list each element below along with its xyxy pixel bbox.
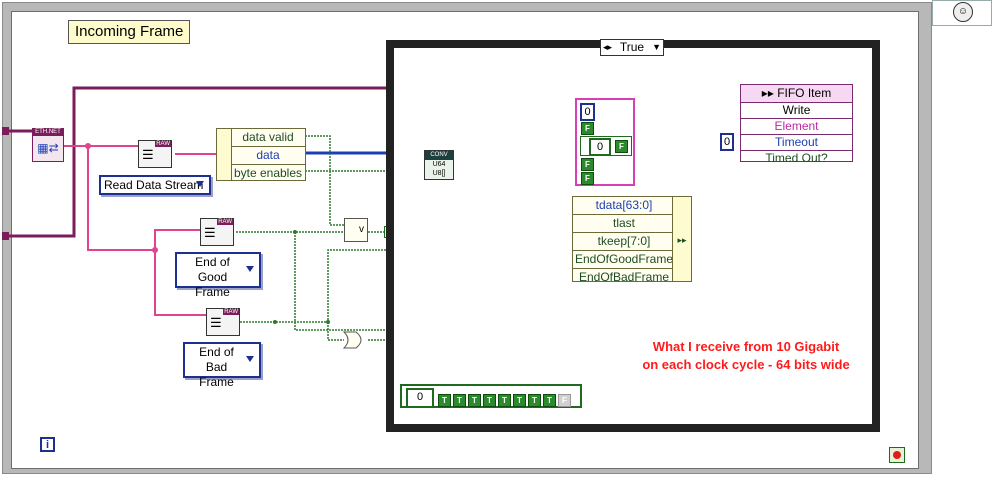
const-sub-cluster: 0 F <box>580 136 632 156</box>
info-terminal[interactable]: i <box>40 437 55 452</box>
fifo-element-constant[interactable]: 0 F 0 F F F <box>575 98 635 186</box>
axis-bundle[interactable]: tdata[63:0] tlast tkeep[7:0] EndOfGoodFr… <box>572 196 692 284</box>
case-selector[interactable]: ◂▸ True ▼ <box>600 39 664 56</box>
ethernet-node-label: ETH.NET <box>33 129 63 136</box>
fifo-row-timed-out: Timed Out? <box>765 151 828 165</box>
type-convert-node[interactable]: CONV U64 U8[] <box>424 150 454 180</box>
raw-badge: RAW <box>223 309 239 315</box>
chevron-down-icon <box>246 266 254 272</box>
bundle-row-end-bad: EndOfBadFrame <box>578 270 670 284</box>
end-bad-ring[interactable]: End of Bad Frame <box>183 342 261 389</box>
bool-element[interactable]: T <box>528 394 541 407</box>
convert-node-label: CONV <box>425 151 453 160</box>
fifo-row-write: Write <box>741 103 852 119</box>
annotation-line-2: on each clock cycle - 64 bits wide <box>642 357 850 372</box>
read-stream-ring[interactable]: Read Data Stream <box>99 175 211 195</box>
end-good-ring-label: End of Good Frame <box>195 255 230 299</box>
bool-element[interactable]: T <box>468 394 481 407</box>
read-stream-ring-label: Read Data Stream <box>104 178 204 192</box>
fifo-title: FIFO Item <box>777 86 832 100</box>
const-bool-4: F <box>581 172 594 185</box>
bool-element[interactable]: T <box>483 394 496 407</box>
annotation-text: What I receive from 10 Gigabit on each c… <box>632 338 860 374</box>
bundle-row-tdata: tdata[63:0] <box>573 197 675 215</box>
raw-badge: RAW <box>217 219 233 225</box>
list-icon: ☰ <box>142 147 154 162</box>
stream-row-data-valid: data valid <box>231 129 305 147</box>
bundle-handle: ▸▸ <box>672 197 691 281</box>
list-icon: ☰ <box>204 225 216 240</box>
bundle-row-end-good: EndOfGoodFrame <box>573 251 675 269</box>
bool-element[interactable]: F <box>558 394 571 407</box>
const-bool-1: F <box>581 122 594 135</box>
end-bad-ring-label: End of Bad Frame <box>199 345 234 389</box>
fifo-header: ▸▸ FIFO Item <box>741 85 852 103</box>
read-stream-node[interactable]: RAW ☰ <box>138 140 172 168</box>
const-bool-3: F <box>581 158 594 171</box>
stop-terminal[interactable] <box>889 447 905 463</box>
chevron-down-icon <box>196 181 204 187</box>
build-array-node[interactable]: v <box>344 218 368 242</box>
raw-badge: RAW <box>155 141 171 147</box>
bool-element[interactable]: T <box>498 394 511 407</box>
vi-icon-panel[interactable]: ☺ <box>932 0 992 26</box>
ethernet-node[interactable]: ETH.NET ▦⇄ <box>32 128 64 162</box>
timer-icon: ☺ <box>953 2 973 22</box>
bool-element[interactable]: T <box>513 394 526 407</box>
convert-type-top: U64 <box>432 161 446 168</box>
case-selector-label: True <box>619 40 645 54</box>
end-bad-node[interactable]: RAW ☰ <box>206 308 240 336</box>
chevron-down-icon[interactable]: ▼ <box>652 42 661 52</box>
end-good-node[interactable]: RAW ☰ <box>200 218 234 246</box>
fifo-node[interactable]: ▸▸ FIFO Item Write Element Timeout Timed… <box>740 84 853 165</box>
stop-icon <box>893 451 901 459</box>
const-bool-2: F <box>615 140 628 153</box>
array-index[interactable]: 0 <box>406 388 434 408</box>
end-good-ring[interactable]: End of Good Frame <box>175 252 261 299</box>
fifo-arrow-icon: ▸▸ <box>761 86 774 100</box>
bundle-row-tkeep: tkeep[7:0] <box>573 233 675 251</box>
list-icon: ☰ <box>210 315 222 330</box>
chevron-down-icon <box>246 356 254 362</box>
const-index: 0 <box>580 103 595 121</box>
bool-element[interactable]: T <box>543 394 556 407</box>
stream-unbundle[interactable]: data valid data byte enables <box>216 128 306 181</box>
info-label: i <box>45 439 50 451</box>
bool-element[interactable]: T <box>453 394 466 407</box>
const-num: 0 <box>589 138 611 156</box>
stream-row-byte-enables: byte enables <box>233 166 303 180</box>
fifo-row-element: Element <box>741 119 852 135</box>
stream-row-data: data <box>231 147 305 165</box>
bool-element[interactable]: T <box>438 394 451 407</box>
network-icon: ▦⇄ <box>37 141 59 155</box>
or-gate <box>342 331 362 349</box>
annotation-line-1: What I receive from 10 Gigabit <box>652 339 840 354</box>
decrement-arrow-icon[interactable]: ◂▸ <box>603 42 613 52</box>
bundle-row-tlast: tlast <box>573 215 675 233</box>
incoming-frame-label: Incoming Frame <box>68 20 191 44</box>
convert-type-bottom: U8[] <box>432 170 446 177</box>
timeout-constant[interactable]: 0 <box>720 133 734 151</box>
unbundle-handle <box>217 129 232 180</box>
fifo-row-timeout: Timeout <box>741 135 852 151</box>
